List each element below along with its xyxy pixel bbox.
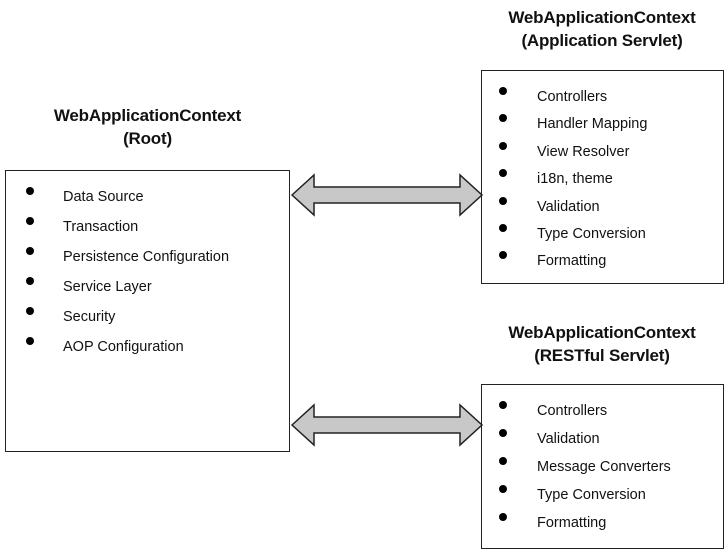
list-item-label: Controllers: [537, 403, 608, 419]
app-item-list: Controllers Handler Mapping View Resolve…: [482, 71, 723, 277]
rest-servlet-context-title: WebApplicationContext (RESTful Servlet): [488, 321, 716, 367]
bullet-icon: [499, 169, 507, 178]
list-item-label: Message Converters: [537, 459, 671, 475]
list-item-label: Validation: [537, 431, 600, 447]
list-item-label: Controllers: [537, 89, 608, 105]
list-item: Service Layer: [6, 276, 289, 306]
bullet-icon: [26, 307, 34, 315]
bullet-icon: [499, 457, 507, 465]
app-title-line1: WebApplicationContext: [508, 8, 696, 27]
bullet-icon: [499, 429, 507, 437]
root-title-line1: WebApplicationContext: [53, 106, 242, 125]
double-arrow-icon: [290, 173, 484, 217]
list-item-label: i18n, theme: [537, 171, 613, 188]
list-item: Handler Mapping: [482, 112, 723, 139]
list-item: Data Source: [6, 186, 289, 216]
bullet-icon: [499, 87, 507, 95]
list-item: Controllers: [482, 399, 723, 427]
list-item-label: Data Source: [63, 189, 144, 205]
list-item-label: Type Conversion: [537, 225, 646, 242]
bullet-icon: [499, 251, 507, 260]
bullet-icon: [499, 223, 507, 232]
rest-servlet-context-box: Controllers Validation Message Converter…: [481, 384, 724, 549]
double-arrow-shape: [290, 173, 484, 217]
bullet-icon: [499, 513, 507, 521]
bullet-icon: [499, 196, 507, 205]
list-item-label: AOP Configuration: [63, 339, 184, 355]
list-item: Controllers: [482, 85, 723, 112]
list-item-label: Handler Mapping: [537, 116, 648, 133]
list-item: Transaction: [6, 216, 289, 246]
bullet-icon: [26, 187, 34, 195]
list-item: i18n, theme: [482, 167, 723, 194]
bullet-icon: [499, 141, 507, 150]
bullet-icon: [26, 337, 34, 345]
list-item: Validation: [482, 195, 723, 222]
bullet-icon: [26, 217, 34, 225]
list-item-label: Formatting: [537, 253, 607, 270]
app-servlet-context-title: WebApplicationContext (Application Servl…: [488, 6, 716, 52]
list-item-label: View Resolver: [537, 143, 630, 160]
root-title-line2: (Root): [123, 129, 172, 148]
list-item-label: Service Layer: [63, 279, 152, 295]
list-item: Formatting: [482, 249, 723, 276]
rest-item-list: Controllers Validation Message Converter…: [482, 385, 723, 539]
list-item: Formatting: [482, 511, 723, 539]
root-item-list: Data Source Transaction Persistence Conf…: [6, 171, 289, 366]
list-item-label: Security: [63, 309, 116, 325]
app-title-line2: (Application Servlet): [521, 31, 683, 50]
bullet-icon: [499, 485, 507, 493]
list-item-label: Validation: [537, 198, 600, 215]
list-item: Security: [6, 306, 289, 336]
rest-title-line1: WebApplicationContext: [508, 323, 696, 342]
list-item-label: Persistence Configuration: [63, 249, 230, 265]
list-item: Validation: [482, 427, 723, 455]
root-context-box: Data Source Transaction Persistence Conf…: [5, 170, 290, 452]
rest-title-line2: (RESTful Servlet): [534, 346, 670, 365]
list-item: Persistence Configuration: [6, 246, 289, 276]
app-servlet-context-box: Controllers Handler Mapping View Resolve…: [481, 70, 724, 284]
list-item: Message Converters: [482, 455, 723, 483]
bullet-icon: [26, 277, 34, 285]
list-item-label: Formatting: [537, 515, 607, 531]
double-arrow-icon: [290, 403, 484, 447]
list-item: Type Conversion: [482, 222, 723, 249]
bullet-icon: [499, 401, 507, 409]
list-item: Type Conversion: [482, 483, 723, 511]
list-item: AOP Configuration: [6, 336, 289, 366]
root-context-title: WebApplicationContext (Root): [40, 104, 255, 150]
double-arrow-shape: [290, 403, 484, 447]
list-item-label: Transaction: [63, 219, 139, 235]
bullet-icon: [499, 114, 507, 123]
bullet-icon: [26, 247, 34, 255]
list-item-label: Type Conversion: [537, 487, 646, 503]
list-item: View Resolver: [482, 140, 723, 167]
